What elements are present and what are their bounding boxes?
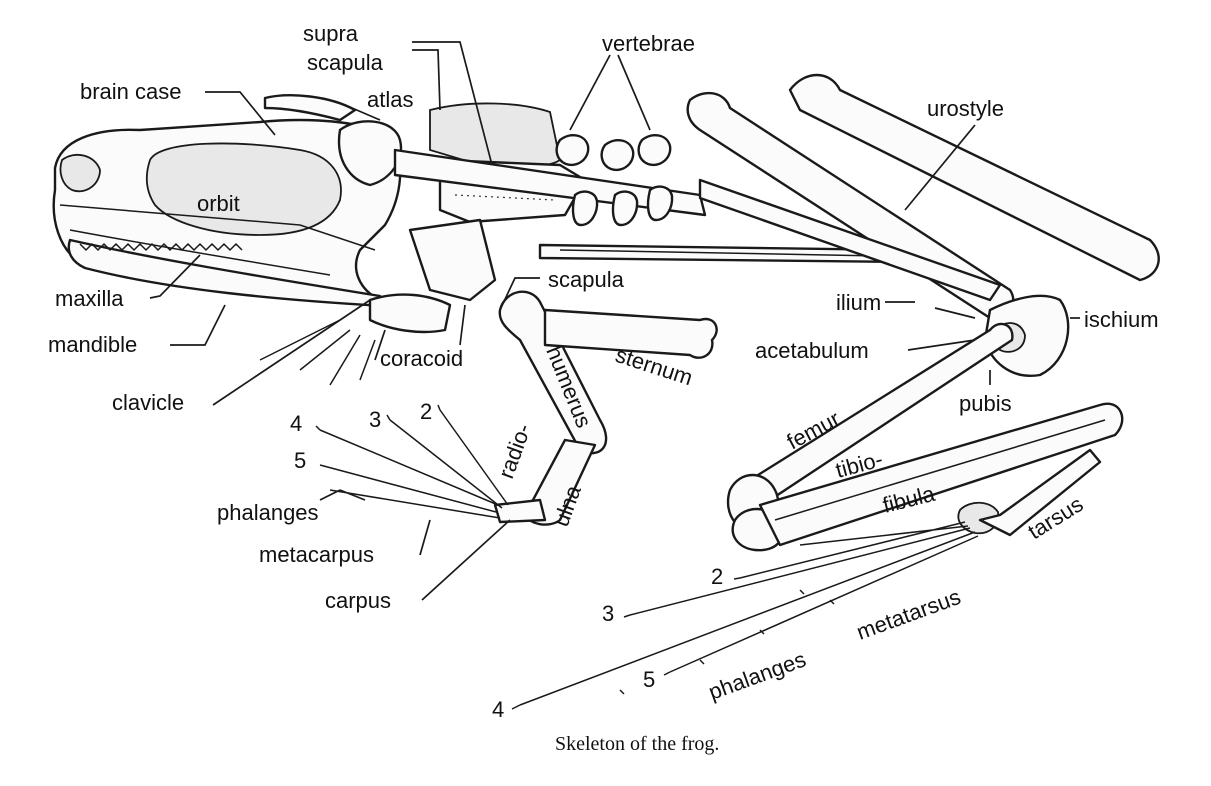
label-foot-digit-3: 3 — [602, 601, 614, 626]
label-foot-digit-5: 5 — [643, 667, 655, 692]
skeleton-drawing — [52, 73, 1160, 710]
label-acetabulum: acetabulum — [755, 338, 869, 363]
label-supra: supra — [303, 21, 359, 46]
label-orbit: orbit — [197, 191, 240, 216]
label-ischium: ischium — [1084, 307, 1159, 332]
label-hand-digit-3: 3 — [369, 407, 381, 432]
label-phalanges-foot: phalanges — [705, 646, 809, 704]
label-phalanges-hand: phalanges — [217, 500, 319, 525]
label-atlas: atlas — [367, 87, 413, 112]
label-clavicle: clavicle — [112, 390, 184, 415]
label-brain-case: brain case — [80, 79, 182, 104]
label-metacarpus: metacarpus — [259, 542, 374, 567]
forelimb — [259, 218, 718, 526]
label-radio: radio- — [493, 420, 536, 481]
label-urostyle: urostyle — [927, 96, 1004, 121]
skull — [52, 94, 403, 308]
label-maxilla: maxilla — [55, 286, 124, 311]
label-hand-digit-5: 5 — [294, 448, 306, 473]
label-ilium: ilium — [836, 290, 881, 315]
label-vertebrae: vertebrae — [602, 31, 695, 56]
figure-caption: Skeleton of the frog. — [555, 733, 719, 755]
label-coracoid: coracoid — [380, 346, 463, 371]
label-carpus: carpus — [325, 588, 391, 613]
label-hand-digit-2: 2 — [420, 399, 432, 424]
hindlimb — [511, 322, 1124, 710]
label-scapula: scapula — [548, 267, 625, 292]
pelvis — [686, 73, 1160, 377]
label-metatarsus: metatarsus — [853, 584, 964, 645]
label-foot-digit-4: 4 — [492, 697, 504, 722]
label-mandible: mandible — [48, 332, 137, 357]
trunk — [393, 102, 907, 264]
leader-lines — [149, 41, 1080, 601]
label-supra-scapula: scapula — [307, 50, 384, 75]
label-pubis: pubis — [959, 391, 1012, 416]
label-foot-digit-2: 2 — [711, 564, 723, 589]
label-hand-digit-4: 4 — [290, 411, 302, 436]
